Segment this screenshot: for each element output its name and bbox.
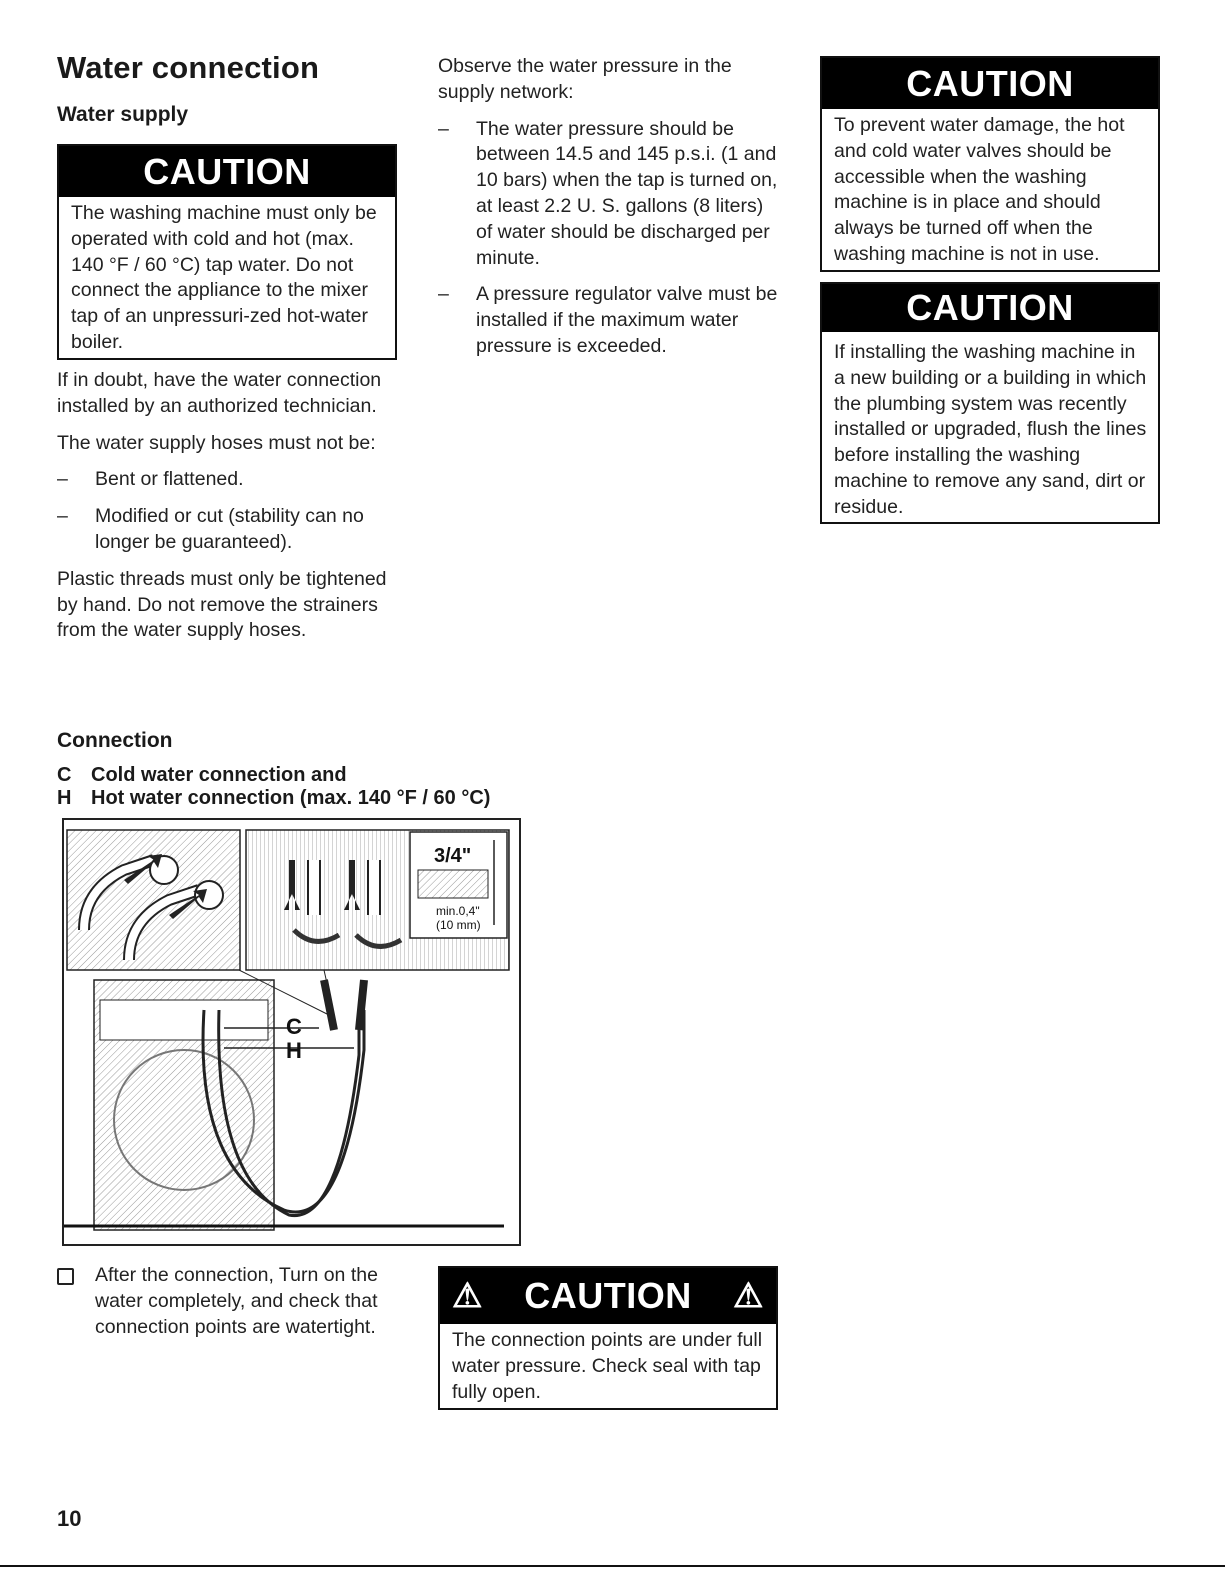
water-supply-heading: Water supply	[57, 103, 189, 126]
arrow-up-icon	[284, 860, 300, 910]
warning-triangle-icon: ⚠	[733, 1277, 764, 1315]
min-length-mm-label: (10 mm)	[436, 918, 481, 932]
list-item: Modified or cut (stability can no longer…	[57, 504, 387, 556]
legend-row-c: C Cold water connection and	[57, 764, 490, 787]
after-connection-text: After the connection, Turn on the water …	[95, 1264, 378, 1338]
caution-text: To prevent water damage, the hot and col…	[834, 114, 1125, 265]
arrow-up-icon	[344, 860, 360, 910]
bottom-rule	[0, 1565, 1225, 1567]
list-item: A pressure regulator valve must be insta…	[438, 282, 778, 359]
label-c: C	[286, 1014, 302, 1039]
connection-heading: Connection	[57, 729, 173, 752]
water-supply-text: If in doubt, have the water connection i…	[57, 368, 387, 644]
hoses-paragraph: The water supply hoses must not be:	[57, 431, 376, 454]
caution-label: CAUTION	[59, 146, 395, 197]
connection-illustration: 3/4" min.0,4" (10 mm) C H	[62, 818, 521, 1246]
list-item: Bent or flattened.	[57, 467, 387, 493]
caution-text: If installing the washing machine in a n…	[834, 341, 1147, 518]
checkbox-icon	[57, 1268, 74, 1285]
page-number: 10	[57, 1506, 82, 1531]
caution-box-flush: CAUTION If installing the washing machin…	[820, 282, 1160, 524]
caution-header: ⚠ CAUTION ⚠	[440, 1268, 776, 1324]
connection-legend: C Cold water connection and H Hot water …	[57, 764, 490, 810]
thread-size-label: 3/4"	[434, 845, 471, 867]
caution-box-pressure: ⚠ CAUTION ⚠ The connection points are un…	[438, 1266, 778, 1410]
min-length-label: min.0,4"	[436, 904, 480, 918]
list-item: The water pressure should be between 14.…	[438, 117, 778, 272]
after-connection-item: After the connection, Turn on the water …	[57, 1263, 415, 1340]
pressure-intro: Observe the water pressure in the supply…	[438, 55, 732, 103]
legend-row-h: H Hot water connection (max. 140 °F / 60…	[57, 787, 490, 810]
caution-text: The connection points are under full wat…	[452, 1329, 763, 1403]
legend-text: Hot water connection (max. 140 °F / 60 °…	[91, 787, 491, 809]
caution-text: The washing machine must only be operate…	[71, 202, 377, 353]
caution-label: CAUTION	[822, 284, 1158, 332]
label-h: H	[286, 1038, 302, 1063]
illustration-svg: 3/4" min.0,4" (10 mm) C H	[64, 829, 510, 1231]
caution-box-valves: CAUTION To prevent water damage, the hot…	[820, 56, 1160, 272]
legend-letter: H	[57, 787, 72, 809]
legend-letter: C	[57, 764, 72, 786]
warning-triangle-icon: ⚠	[452, 1277, 483, 1315]
pressure-section: Observe the water pressure in the supply…	[438, 54, 778, 360]
caution-box-operation: CAUTION The washing machine must only be…	[57, 144, 397, 360]
threads-paragraph: Plastic threads must only be tightened b…	[57, 567, 387, 642]
caution-label: CAUTION	[524, 1275, 692, 1316]
caution-label: CAUTION	[822, 58, 1158, 109]
doubt-paragraph: If in doubt, have the water connection i…	[57, 369, 382, 417]
legend-text: Cold water connection and	[91, 764, 347, 786]
page-title: Water connection	[57, 50, 320, 85]
